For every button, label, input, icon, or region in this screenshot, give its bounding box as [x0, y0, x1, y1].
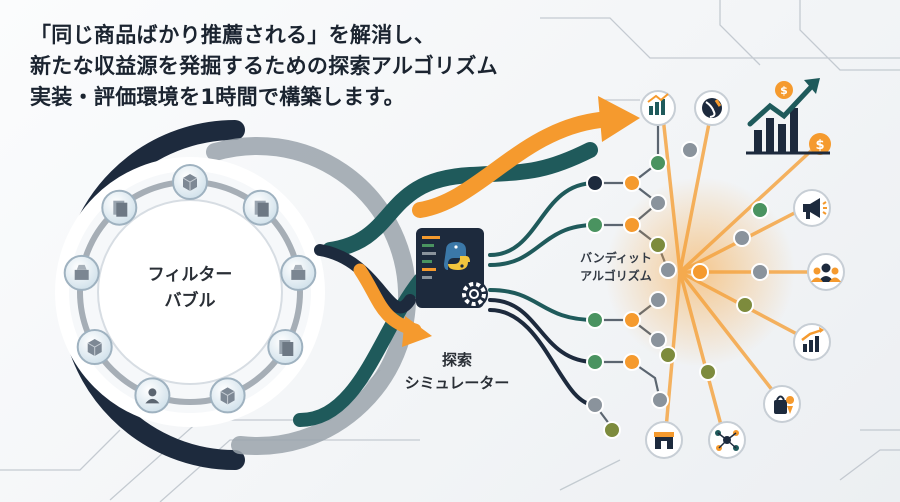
- branch-node: [649, 331, 667, 349]
- branch-node: [623, 353, 641, 371]
- headline-line-1: 「同じ商品ばかり推薦される」を解消し、: [30, 23, 436, 47]
- branch-node: [586, 311, 604, 329]
- branch-node: [649, 291, 667, 309]
- outcome-icons: $ $: [640, 78, 845, 459]
- navy-flow: [314, 244, 416, 314]
- branch-node: [649, 194, 667, 212]
- branch-node: [751, 263, 769, 281]
- branch-nodes: [586, 141, 769, 439]
- user-group-icon: [807, 253, 845, 291]
- revenue-growth-icon: $ $: [746, 78, 831, 155]
- teal-flow: [322, 142, 598, 258]
- headline: 「同じ商品ばかり推薦される」を解消し、 新たな収益源を発掘するための探索アルゴリ…: [30, 20, 590, 113]
- headline-line-2: 新たな収益源を発掘するための探索アルゴリズム: [30, 54, 498, 78]
- branch-node: [651, 391, 669, 409]
- python-code-gear-icon: [416, 228, 488, 308]
- branch-node: [649, 154, 667, 172]
- svg-text:$: $: [780, 84, 788, 97]
- box-icon: [172, 164, 208, 200]
- network-icon: [708, 421, 746, 459]
- branch-node: [586, 396, 604, 414]
- filter-bubble-label: フィルター バブル: [130, 262, 250, 314]
- simulator-label-line-1: 探索: [441, 351, 472, 369]
- user-icon: [134, 377, 171, 414]
- branch-node: [733, 229, 751, 247]
- product-icon: [280, 254, 317, 291]
- branch-node: [586, 174, 604, 192]
- bar-chart-icon: [640, 90, 676, 126]
- orange-arrow-lower-head: [402, 316, 432, 347]
- branch-node: [623, 311, 641, 329]
- branch-node: [691, 263, 709, 281]
- trend-chart-icon: [793, 323, 831, 361]
- simulator-label: 探索 シミュレーター: [392, 349, 522, 395]
- svg-text:$: $: [815, 138, 824, 153]
- branch-node: [699, 363, 717, 381]
- branch-node: [623, 216, 641, 234]
- orange-arrow-head: [598, 96, 640, 142]
- simulator-label-line-2: シミュレーター: [404, 374, 510, 392]
- doc-stack-icon: [267, 329, 304, 365]
- bandit-label-line-2: アルゴリズム: [580, 269, 652, 283]
- bubble-items: [63, 164, 317, 414]
- megaphone-icon: [793, 189, 831, 227]
- branch-node: [659, 346, 677, 364]
- branch-node: [603, 421, 621, 439]
- filter-bubble-label-line-2: バブル: [164, 291, 216, 311]
- filter-bubble-label-line-1: フィルター: [147, 265, 233, 285]
- branch-lines: [488, 181, 597, 407]
- branch-node: [623, 174, 641, 192]
- shopping-bag-icon: [763, 385, 801, 423]
- branch-node: [751, 201, 769, 219]
- globe-icon: [694, 90, 730, 126]
- product-icon: [63, 254, 100, 291]
- doc-stack-icon: [101, 189, 138, 226]
- branch-node: [649, 236, 667, 254]
- storefront-icon: [645, 421, 683, 459]
- branch-node: [659, 261, 677, 279]
- branch-node: [681, 141, 699, 159]
- filter-bubble-diagram: [55, 120, 417, 470]
- doc-stack-icon: [242, 189, 279, 226]
- headline-line-3: 実装・評価環境を1時間で構築します。: [30, 85, 405, 109]
- outer-ring-gray: [206, 136, 417, 455]
- box-icon: [76, 329, 113, 365]
- bandit-label: バンディット アルゴリズム: [556, 249, 676, 285]
- orange-arrow-upper: [412, 112, 608, 218]
- branch-node: [586, 353, 604, 371]
- branch-node: [736, 296, 754, 314]
- branch-node: [586, 216, 604, 234]
- box-icon: [209, 377, 246, 414]
- bandit-label-line-1: バンディット: [580, 251, 652, 265]
